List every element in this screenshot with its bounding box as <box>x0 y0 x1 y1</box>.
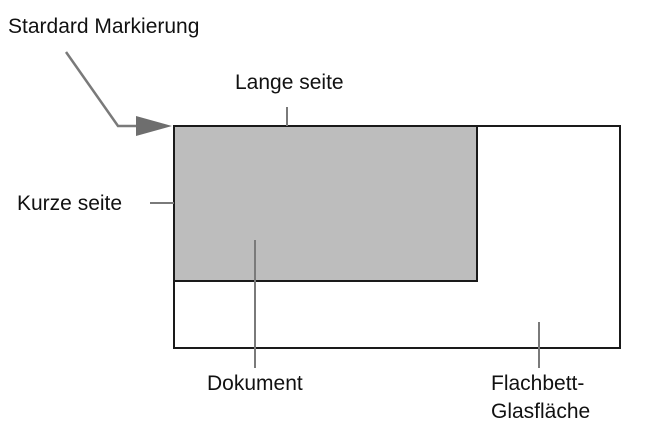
long-side-label: Lange seite <box>235 71 344 94</box>
flatbed-label-line2: Glasfläche <box>491 400 590 423</box>
document-label: Dokument <box>207 372 303 395</box>
short-side-label: Kurze seite <box>17 192 122 215</box>
standard-mark-label: Stardard Markierung <box>8 15 199 38</box>
flatbed-label-line1: Flachbett- <box>491 372 584 395</box>
document-rectangle <box>173 125 478 282</box>
arrow-right-icon <box>136 116 172 136</box>
standard-mark-arrow-line <box>64 51 140 128</box>
